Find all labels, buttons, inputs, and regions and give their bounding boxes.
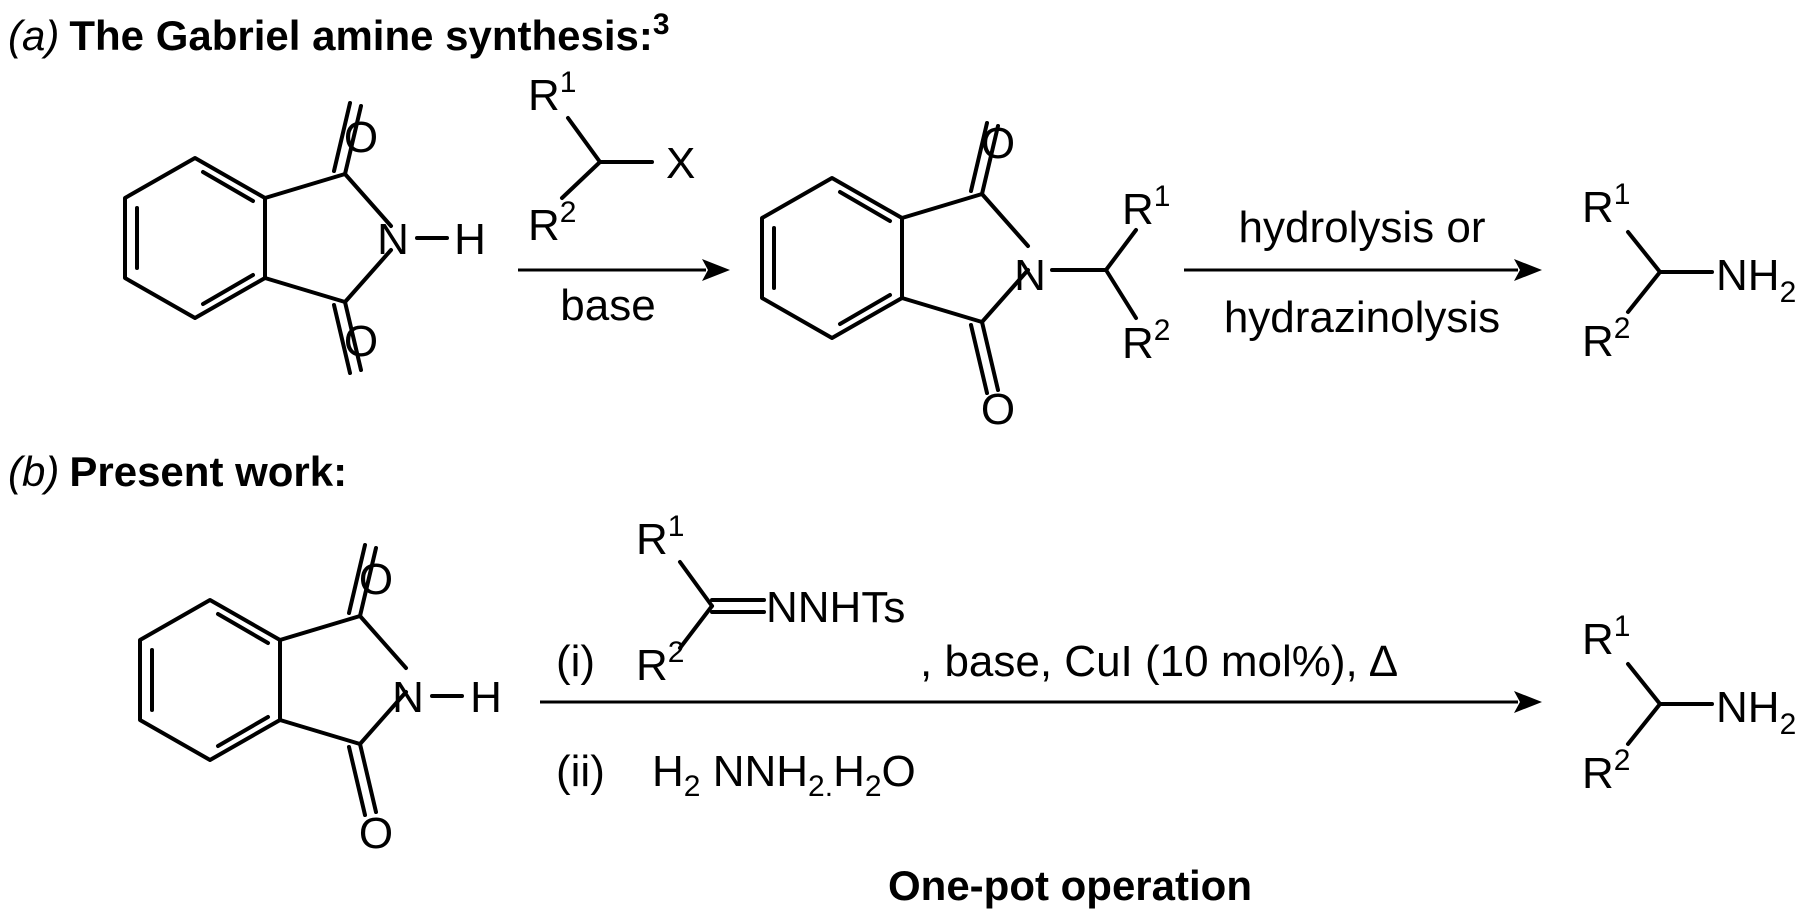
r2-label-amine-a: R2 <box>1582 312 1630 366</box>
one-pot-footer: One-pot operation <box>888 862 1252 909</box>
atom-n-a: N <box>377 215 409 264</box>
x-label: X <box>666 139 695 188</box>
hydrolysis-label: hydrolysis or <box>1239 203 1486 252</box>
tosylhydrazone-reagent: R1 NNHTs R2 <box>636 510 905 690</box>
n-alkyl-phthalimide-structure: O O N R1 R2 <box>760 119 1170 434</box>
alkyl-halide-reagent: R1 X R2 <box>528 66 695 250</box>
atom-h-a: H <box>454 215 486 264</box>
r2-label-amine-b: R2 <box>1582 744 1630 798</box>
atom-o-bottom-a: O <box>344 317 378 366</box>
step-ii-label: (ii) <box>556 747 605 796</box>
r1-label-hydrazone: R1 <box>636 510 684 564</box>
r1-label-reagent: R1 <box>528 66 576 120</box>
phthalimide-structure-a: O O N H <box>123 101 486 375</box>
amine-product-a: R1 R2 NH2 <box>1582 178 1796 366</box>
section-a: (a)The Gabriel amine synthesis:3 O O N H… <box>8 8 1796 434</box>
r1-label-product: R1 <box>1122 180 1170 234</box>
atom-o-top-b: O <box>359 555 393 604</box>
reaction-arrow-1 <box>518 259 730 281</box>
nh2-label-a: NH2 <box>1716 251 1796 309</box>
atom-o-top-a: O <box>344 113 378 162</box>
conditions-step-i: , base, CuI (10 mol%), ∆ <box>920 637 1397 686</box>
r2-label-hydrazone: R2 <box>636 636 684 690</box>
reaction-arrow-3 <box>540 691 1542 713</box>
atom-n-b: N <box>392 673 424 722</box>
section-b: (b)Present work: O O N H R1 NNHTs R2 (i)… <box>8 448 1796 909</box>
atom-n-product: N <box>1014 251 1046 300</box>
r2-label-reagent: R2 <box>528 196 576 250</box>
step-i-label: (i) <box>556 637 595 686</box>
r1-label-amine-a: R1 <box>1582 178 1630 232</box>
section-a-heading: (a)The Gabriel amine synthesis:3 <box>8 8 670 59</box>
atom-o-top-product: O <box>981 119 1015 168</box>
hydrazinolysis-label: hydrazinolysis <box>1224 293 1500 342</box>
r2-label-product: R2 <box>1122 314 1170 368</box>
section-b-heading: (b)Present work: <box>8 448 347 495</box>
amine-product-b: R1 R2 NH2 <box>1582 610 1796 798</box>
atom-o-bottom-product: O <box>981 385 1015 434</box>
base-label-a: base <box>560 281 655 330</box>
atom-o-bottom-b: O <box>359 809 393 858</box>
reaction-arrow-2 <box>1184 259 1542 281</box>
nh2-label-b: NH2 <box>1716 683 1796 741</box>
r1-label-amine-b: R1 <box>1582 610 1630 664</box>
atom-h-b: H <box>470 673 502 722</box>
reagent-step-ii: H2 NNH2.H2O <box>652 747 916 803</box>
nnhts-label: NNHTs <box>766 583 905 632</box>
phthalimide-structure-b: O O N H <box>138 543 502 858</box>
